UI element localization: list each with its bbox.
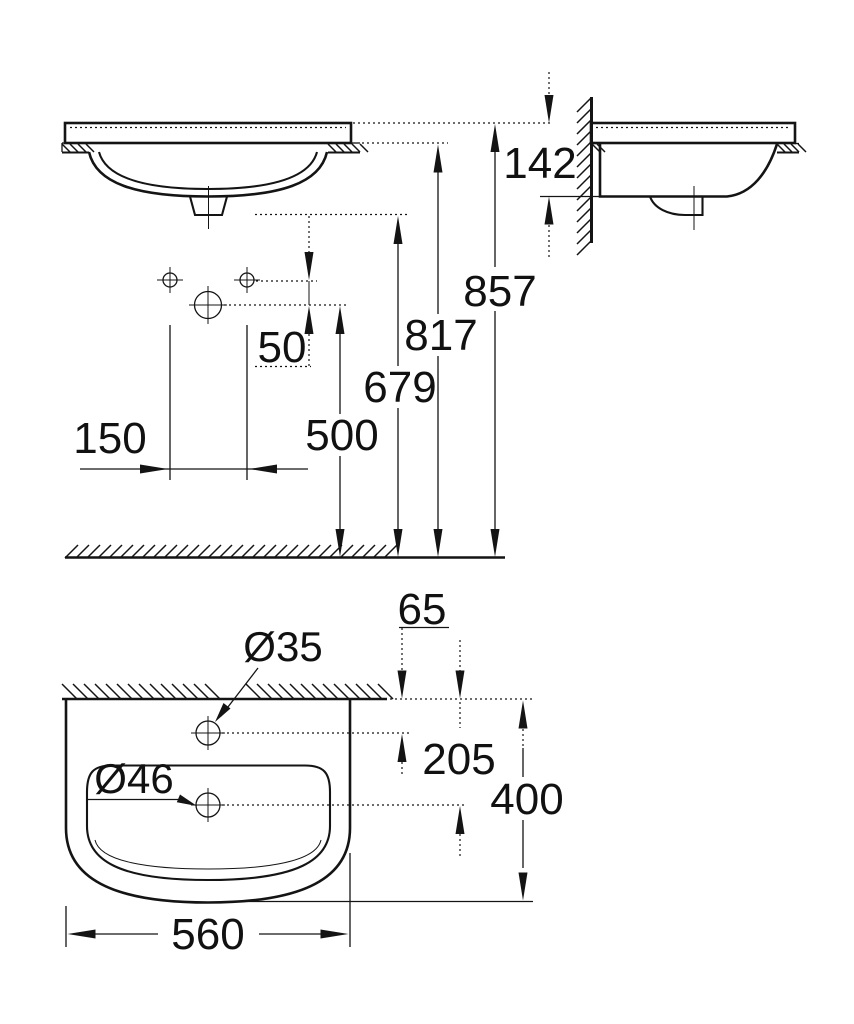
dim-150-arrow-left	[140, 464, 168, 474]
dim-400-arrow-bottom	[518, 872, 528, 901]
basin-body-side	[598, 143, 779, 198]
dim-857-arrow-top	[490, 124, 500, 152]
dim-205-arrow-down	[455, 670, 465, 699]
front-view	[61, 121, 552, 559]
dim-560-arrow-right	[320, 929, 349, 939]
wall-hatch-side	[576, 97, 592, 256]
dim-142-arrow-down	[544, 95, 554, 123]
front-view-dimensions: 150 50 500 679 817 857	[73, 124, 537, 557]
dim-50-arrow-up	[304, 306, 314, 334]
counter-hatch-left	[61, 143, 95, 153]
dim-65-arrow-down	[397, 670, 407, 699]
dim-142-arrow-up	[544, 196, 554, 225]
waste-hole	[191, 788, 467, 822]
dim-65-arrow-up	[397, 734, 407, 762]
dim-400-label: 400	[490, 775, 563, 824]
wall-hatch-plan-right	[245, 683, 394, 700]
dim-500-label: 500	[305, 411, 378, 460]
dim-50-arrow-down	[304, 252, 314, 280]
label-tap-hole-diameter: Ø35	[243, 623, 322, 670]
dim-679-arrow-bottom	[393, 529, 403, 557]
dim-857-label: 857	[463, 267, 536, 316]
waste-outlet-front	[188, 195, 229, 217]
tap-hole	[191, 716, 412, 750]
dim-400-arrow-top	[518, 700, 528, 729]
dim-857-arrow-bottom	[490, 529, 500, 557]
dim-65-label: 65	[398, 585, 447, 634]
fixing-hole-right	[234, 267, 260, 293]
basin-outline-plan	[64, 699, 352, 904]
basin-rim-front	[63, 121, 353, 145]
dim-817-label: 817	[404, 311, 477, 360]
dim-560-arrow-left	[67, 929, 96, 939]
wall-hatch-plan-left	[61, 683, 221, 700]
side-view: 142	[503, 72, 807, 258]
waste-leader-arrow	[176, 794, 197, 806]
plan-view-dimensions: 65 205 400 560	[65, 585, 564, 959]
dim-817-arrow-top	[433, 144, 443, 173]
dim-142-label: 142	[503, 139, 576, 188]
dim-205-arrow-up	[455, 806, 465, 834]
supply-connection-hole	[189, 286, 227, 324]
basin-rim-side	[589, 121, 797, 145]
dim-150-label: 150	[73, 414, 146, 463]
dim-150-arrow-right	[249, 464, 277, 474]
bowl-front-contour-plan	[94, 839, 322, 870]
dim-205-label: 205	[422, 735, 495, 784]
counter-hatch-side-right	[776, 143, 807, 153]
plan-view: Ø35 Ø46	[61, 623, 533, 904]
counter-hatch-right	[327, 143, 369, 153]
dim-817-arrow-bottom	[433, 529, 443, 557]
dim-679-label: 679	[363, 363, 436, 412]
bowl-outline-plan	[85, 764, 332, 882]
dim-50-label: 50	[258, 323, 307, 372]
waste-outlet-side	[649, 196, 704, 217]
label-waste-diameter: Ø46	[94, 755, 173, 802]
floor-hatch	[64, 544, 398, 559]
dim-500-arrow-bottom	[335, 529, 345, 557]
tap-hole-leader-arrow	[215, 703, 231, 722]
dim-500-arrow-top	[335, 306, 345, 334]
fixing-hole-left	[157, 267, 183, 293]
dim-560-label: 560	[171, 910, 244, 959]
dim-679-arrow-top	[393, 216, 403, 244]
